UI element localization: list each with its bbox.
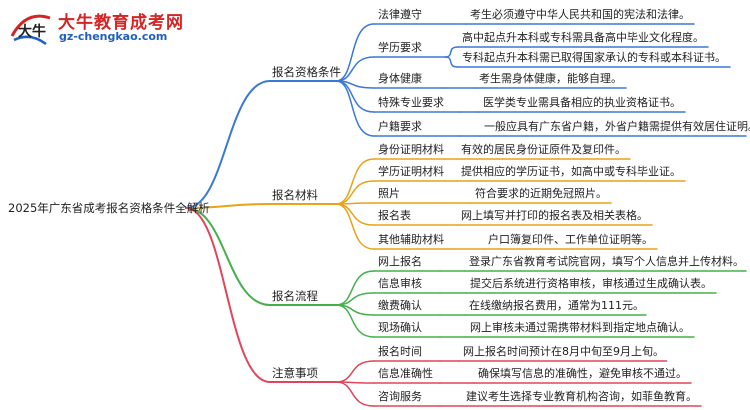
logo-mark-icon: 大牛: [10, 14, 51, 46]
connector-branch-item: [335, 56, 375, 82]
detail-text[interactable]: 提交后系统进行资格审核，审核通过生成确认表。: [470, 277, 712, 290]
connector-branch-item: [335, 23, 375, 82]
logo-url: gz-chengkao.com: [59, 30, 168, 43]
connector-item-detail: [444, 46, 459, 58]
branch-label[interactable]: 注意事项: [272, 366, 318, 380]
item-label[interactable]: 法律遵守: [378, 8, 422, 21]
connector-branch-item: [335, 304, 375, 338]
connector-branch-item: [335, 203, 375, 226]
site-logo[interactable]: 大牛 大牛教育成考网 gz-chengkao.com: [6, 6, 196, 50]
connector-root-branch: [185, 207, 271, 306]
connector-branch-item: [335, 180, 375, 205]
branch-label[interactable]: 报名材料: [272, 188, 318, 202]
item-label[interactable]: 网上报名: [378, 255, 422, 268]
item-label[interactable]: 学历证明材料: [378, 165, 444, 178]
connector-branch-item: [335, 270, 375, 306]
item-label[interactable]: 报名时间: [378, 345, 422, 358]
connector-root-branch: [185, 80, 271, 209]
connector-root-branch: [185, 203, 271, 209]
detail-text[interactable]: 户口簿复印件、工作单位证明等。: [488, 233, 653, 246]
detail-text[interactable]: 登录广东省教育考试院官网，填写个人信息并上传材料。: [469, 255, 744, 268]
item-label[interactable]: 身体健康: [378, 72, 422, 85]
connector-branch-item: [335, 381, 375, 407]
detail-text[interactable]: 一般应具有广东省户籍，外省户籍需提供有效居住证明。: [484, 120, 750, 133]
connector-branch-item: [335, 203, 375, 250]
detail-text[interactable]: 高中起点升本科或专科需具备高中毕业文化程度。: [462, 31, 704, 44]
item-label[interactable]: 报名表: [378, 209, 411, 222]
connector-root-branch: [185, 207, 271, 383]
branch-label[interactable]: 报名资格条件: [272, 65, 341, 79]
detail-text[interactable]: 网上报名时间预计在8月中旬至9月上旬。: [463, 345, 664, 358]
root-topic[interactable]: 2025年广东省成考报名资格条件全解析: [8, 201, 210, 215]
connector-item-detail: [444, 56, 459, 68]
detail-text[interactable]: 网上填写并打印的报名表及相关表格。: [461, 209, 648, 222]
connector-branch-item: [335, 360, 375, 383]
detail-text[interactable]: 医学类专业需具备相应的执业资格证书。: [483, 96, 681, 109]
logo-name: 大牛教育成考网: [58, 13, 184, 33]
detail-text[interactable]: 考生需身体健康，能够自理。: [479, 72, 622, 85]
item-label[interactable]: 信息审核: [378, 277, 422, 290]
item-label[interactable]: 照片: [378, 187, 400, 200]
detail-text[interactable]: 在线缴纳报名费用，通常为111元。: [469, 299, 644, 312]
detail-text[interactable]: 确保填写信息的准确性，避免审核不通过。: [478, 367, 687, 380]
detail-text[interactable]: 专科起点升本科需已取得国家承认的专科或本科证书。: [462, 51, 726, 64]
item-label[interactable]: 缴费确认: [378, 299, 422, 312]
item-label[interactable]: 学历要求: [378, 41, 422, 54]
item-label[interactable]: 户籍要求: [378, 120, 422, 133]
item-label[interactable]: 信息准确性: [378, 367, 433, 380]
item-label[interactable]: 咨询服务: [378, 390, 422, 403]
detail-text[interactable]: 符合要求的近期免冠照片。: [475, 187, 607, 200]
logo-mark-text: 大牛: [18, 23, 46, 40]
detail-text[interactable]: 网上审核未通过需携带材料到指定地点确认。: [470, 321, 690, 334]
item-label[interactable]: 其他辅助材料: [378, 233, 444, 246]
item-label[interactable]: 现场确认: [378, 321, 422, 334]
item-label[interactable]: 特殊专业要求: [378, 96, 444, 109]
connector-branch-item: [335, 80, 375, 137]
detail-text[interactable]: 有效的居民身份证原件及复印件。: [461, 143, 626, 156]
item-label[interactable]: 身份证明材料: [378, 143, 444, 156]
detail-text[interactable]: 提供相应的学历证书，如高中或专科毕业证。: [461, 165, 681, 178]
detail-text[interactable]: 考生必须遵守中华人民共和国的宪法和法律。: [470, 8, 690, 21]
detail-text[interactable]: 建议考生选择专业教育机构咨询，如菲鱼教育。: [466, 390, 697, 403]
branch-label[interactable]: 报名流程: [272, 289, 318, 303]
